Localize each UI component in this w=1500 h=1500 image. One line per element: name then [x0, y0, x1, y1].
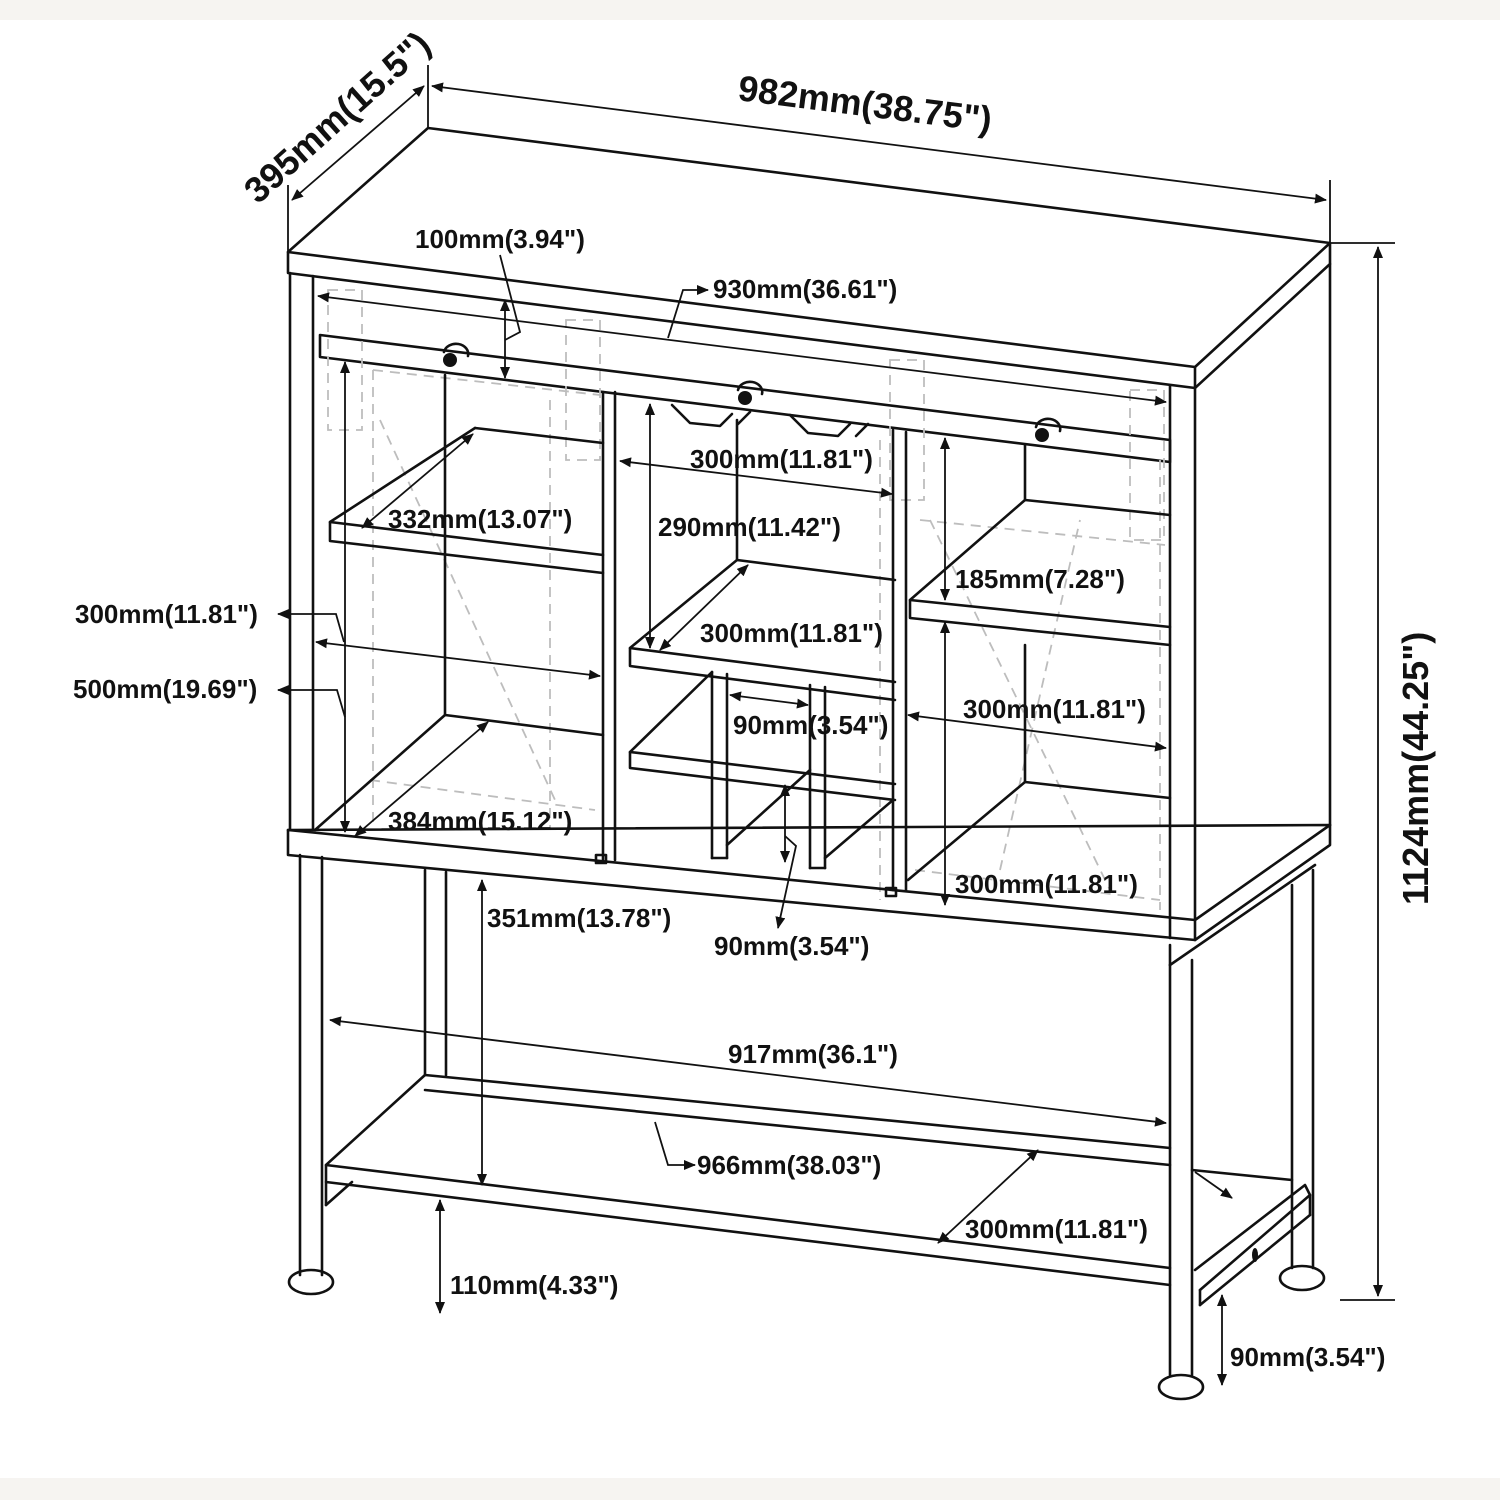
lower-shelf-width-label: 966mm(38.03") — [697, 1150, 881, 1180]
wine-slot-height-label: 90mm(3.54") — [714, 931, 869, 961]
right-lower-height-label: 300mm(11.81") — [955, 869, 1138, 899]
left-compartment — [313, 373, 617, 865]
rail-width-label: 930mm(36.61") — [713, 274, 897, 304]
right-upper-height-label: 185mm(7.28") — [955, 564, 1125, 594]
lower-shelf-inner-width-label: 917mm(36.1") — [728, 1039, 898, 1069]
height-label: 1124mm(44.25") — [1395, 632, 1436, 905]
center-shelf-depth-label: 300mm(11.81") — [700, 618, 883, 648]
sliding-rail — [318, 333, 1172, 464]
leg-clearance-label: 351mm(13.78") — [487, 903, 671, 933]
right-compartment — [884, 428, 1172, 898]
left-bottom-depth-label: 384mm(15.12") — [388, 806, 572, 836]
cabinet-bottom — [286, 823, 1332, 967]
cabinet-body — [288, 262, 1332, 942]
center-top-width-label: 300mm(11.81") — [690, 444, 873, 474]
left-width-label: 300mm(11.81") — [75, 599, 258, 629]
left-height-label: 500mm(19.69") — [73, 674, 257, 704]
floor-clearance-label: 110mm(4.33") — [450, 1270, 618, 1300]
dimension-lines — [277, 65, 1395, 1386]
depth-label: 395mm(15.5") — [236, 23, 438, 211]
lip-height-label: 90mm(3.54") — [1230, 1342, 1385, 1372]
center-top-height-label: 290mm(11.42") — [658, 512, 841, 542]
right-width-label: 300mm(11.81") — [963, 694, 1146, 724]
rail-height-label: 100mm(3.94") — [415, 224, 585, 254]
left-inner-depth-label: 332mm(13.07") — [388, 504, 572, 534]
wine-slot-width-label: 90mm(3.54") — [733, 710, 888, 740]
legs — [287, 853, 1326, 1401]
lower-shelf-depth-label: 300mm(11.81") — [965, 1214, 1148, 1244]
center-compartment — [628, 403, 897, 870]
